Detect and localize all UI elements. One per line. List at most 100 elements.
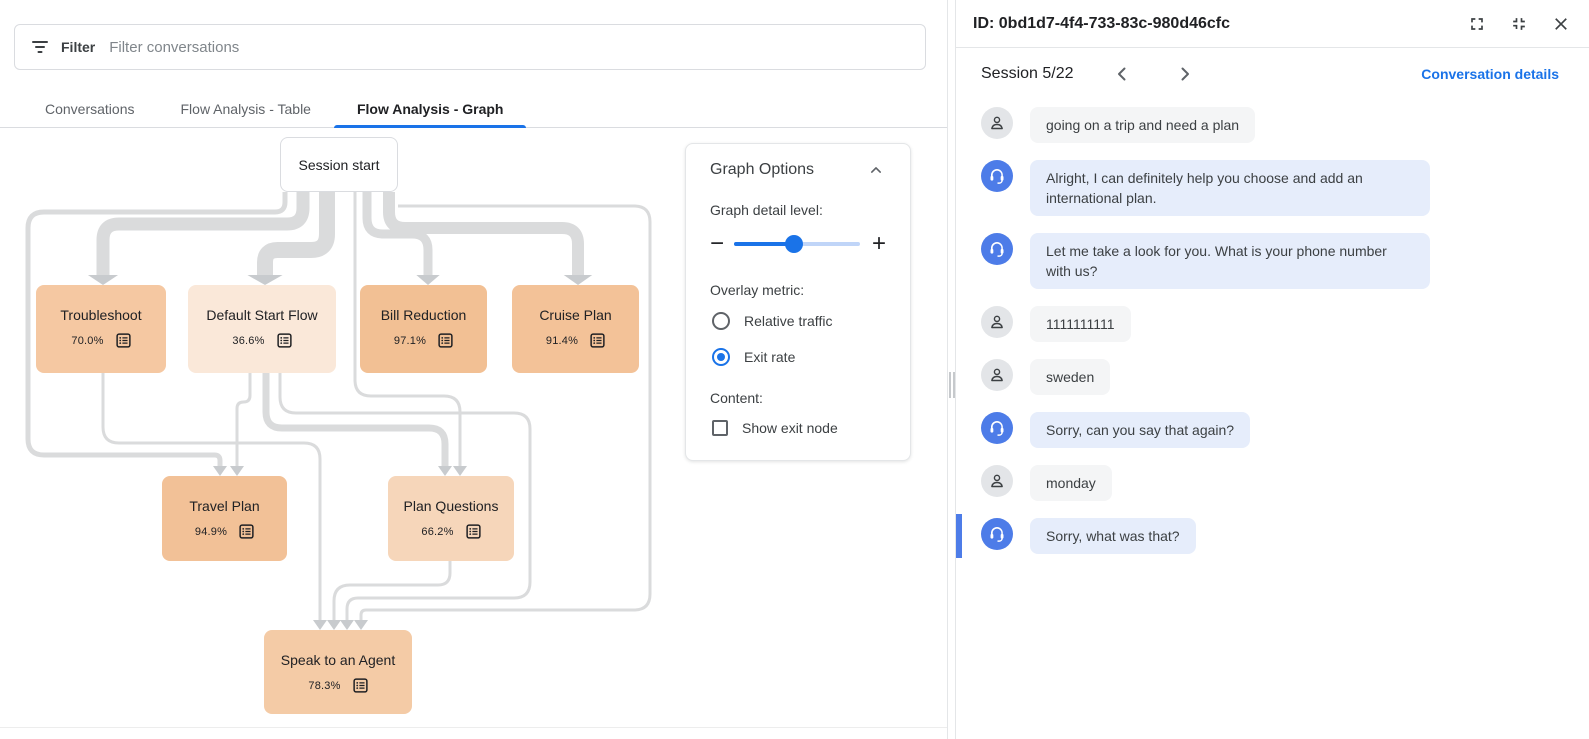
radio-relative-traffic[interactable]: Relative traffic (712, 312, 886, 330)
transcript-list-icon[interactable] (115, 333, 131, 348)
flow-edge-arrowhead (453, 466, 467, 476)
next-session-button[interactable] (1173, 62, 1197, 86)
user-avatar (981, 306, 1013, 338)
flow-edge-default-start-flow-to-speak-to-an-agent (278, 373, 532, 620)
previous-session-button[interactable] (1110, 62, 1134, 86)
transcript-list-icon[interactable] (352, 678, 368, 693)
radio-circle-icon[interactable] (712, 312, 730, 330)
slider-knob[interactable] (785, 235, 804, 253)
panel-resize-handle[interactable] (947, 0, 956, 739)
conversation-details-link[interactable]: Conversation details (1421, 66, 1559, 82)
radio-label: Exit rate (744, 349, 796, 365)
filter-label: Filter (61, 39, 96, 55)
flow-edge-session-start-to-plan-questions (353, 192, 462, 466)
flow-node-title: Session start (298, 156, 380, 173)
flow-node-session-start[interactable]: Session start (280, 137, 398, 192)
flow-edge-arrowhead (340, 620, 354, 630)
bot-avatar (981, 412, 1013, 444)
user-avatar (981, 359, 1013, 391)
flow-edge-default-start-flow-to-plan-questions (262, 373, 449, 466)
fullscreen-icon[interactable] (1467, 14, 1487, 34)
flow-edge-arrowhead (438, 466, 452, 476)
message-bubble[interactable]: Alright, I can definitely help you choos… (1030, 160, 1430, 216)
message-row-user: 1111111111 (981, 306, 1565, 342)
flow-analysis-panel: Filter Filter conversations Conversation… (0, 24, 947, 739)
bot-avatar (981, 518, 1013, 550)
message-bubble[interactable]: sweden (1030, 359, 1111, 395)
transcript-list-icon[interactable] (590, 333, 605, 348)
message-row-bot: Alright, I can definitely help you choos… (981, 160, 1565, 216)
conversation-id: ID: 0bd1d7-4f4-733-83c-980d46cfc (973, 14, 1231, 32)
flow-edge-troubleshoot-to-speak-to-an-agent (101, 373, 322, 620)
session-nav-row: Session 5/22 Conversation details (956, 48, 1589, 100)
message-bubble[interactable]: monday (1030, 465, 1112, 501)
graph-detail-slider-row: − + (710, 232, 886, 256)
collapse-chevron-up-icon[interactable] (866, 160, 886, 180)
person-icon (991, 368, 1003, 382)
message-bubble[interactable]: going on a trip and need a plan (1030, 107, 1256, 143)
message-bubble[interactable]: Sorry, can you say that again? (1030, 412, 1251, 448)
flow-edge-arrowhead (247, 275, 283, 285)
bot-avatar (981, 233, 1013, 265)
fullscreen-exit-icon[interactable] (1509, 14, 1529, 34)
flow-edge-arrowhead (354, 620, 368, 630)
tab-flow-analysis-table[interactable]: Flow Analysis - Table (158, 90, 334, 127)
conversation-detail-panel: ID: 0bd1d7-4f4-733-83c-980d46cfc Session… (956, 0, 1589, 739)
flow-node-title: Plan Questions (403, 498, 499, 514)
slider-increase-button[interactable]: + (871, 230, 886, 257)
close-icon[interactable] (1551, 14, 1571, 34)
flow-edge-arrowhead (87, 275, 119, 285)
slider-fill (734, 242, 795, 246)
transcript-list-icon[interactable] (239, 524, 254, 539)
slider-decrease-button[interactable]: − (710, 230, 725, 257)
flow-edge-arrowhead (327, 620, 341, 630)
show-exit-node-label: Show exit node (742, 420, 838, 436)
message-bubble[interactable]: Let me take a look for you. What is your… (1030, 233, 1430, 289)
flow-edge-session-start-to-troubleshoot (96, 192, 310, 275)
filter-conversations-input[interactable]: Filter Filter conversations (14, 24, 926, 70)
show-exit-node-checkbox-row[interactable]: Show exit node (712, 420, 886, 436)
detail-panel-header: ID: 0bd1d7-4f4-733-83c-980d46cfc (956, 0, 1589, 48)
graph-detail-slider[interactable] (734, 235, 860, 253)
headset-icon (990, 242, 1004, 257)
exit-rate-value: 94.9% (194, 525, 228, 538)
flow-node-title: Cruise Plan (539, 307, 612, 323)
transcript-list-icon[interactable] (276, 333, 292, 348)
tab-conversations[interactable]: Conversations (22, 90, 158, 127)
flow-node-speak-to-an-agent[interactable]: Speak to an Agent 78.3% (264, 630, 412, 714)
overlay-metric-label: Overlay metric: (710, 282, 805, 298)
flow-edge-plan-questions-to-speak-to-an-agent (332, 561, 452, 620)
radio-circle-icon[interactable] (712, 348, 730, 366)
flow-edge-default-start-flow-to-travel-plan (235, 373, 252, 466)
radio-label: Relative traffic (744, 313, 833, 329)
flow-edge-session-start-to-speak-to-an-agent (359, 204, 652, 620)
transcript-list-icon[interactable] (465, 524, 481, 539)
flow-node-title: Speak to an Agent (280, 652, 396, 668)
show-exit-node-checkbox[interactable] (712, 420, 728, 436)
person-icon (991, 315, 1003, 329)
message-bubble[interactable]: Sorry, what was that? (1030, 518, 1196, 554)
transcript-list-icon[interactable] (438, 333, 453, 348)
flow-edge-arrowhead (416, 275, 440, 285)
session-counter: Session 5/22 (981, 65, 1074, 82)
flow-node-title: Default Start Flow (206, 307, 318, 323)
resize-grip-icon[interactable] (948, 372, 955, 398)
tab-flow-analysis-graph[interactable]: Flow Analysis - Graph (333, 90, 527, 128)
flow-node-title: Travel Plan (189, 498, 260, 514)
message-row-user: monday (981, 465, 1565, 501)
message-bubble[interactable]: 1111111111 (1030, 306, 1131, 342)
flow-node-travel-plan[interactable]: Travel Plan 94.9% (162, 476, 287, 561)
filter-placeholder: Filter conversations (109, 38, 240, 56)
headset-icon (990, 169, 1004, 184)
flow-edges (25, 192, 652, 630)
radio-exit-rate[interactable]: Exit rate (712, 348, 886, 366)
exit-rate-value: 78.3% (308, 679, 341, 692)
